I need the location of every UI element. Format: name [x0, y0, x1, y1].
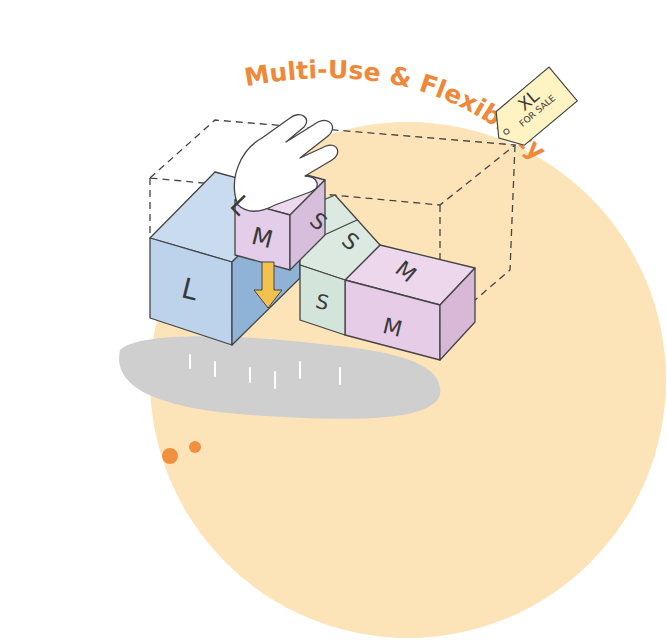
size-letter: S: [313, 291, 330, 313]
size-letter: M: [380, 315, 404, 341]
right-box: [345, 245, 475, 360]
move-arrow: [254, 262, 282, 308]
support-marks: [190, 355, 340, 388]
size-letter: M: [391, 257, 420, 286]
size-letter: L: [179, 275, 201, 306]
accent-dot: [189, 441, 201, 453]
size-letter: S: [338, 229, 363, 255]
accent-dot: [162, 448, 178, 464]
tag-shape: [485, 67, 578, 155]
size-letter: M: [249, 224, 275, 252]
ground-shadow: [119, 336, 440, 419]
tag-hole: [503, 128, 510, 135]
size-letter: L: [225, 191, 254, 220]
price-tag: XLFOR SALE: [483, 66, 578, 157]
size-letter: S: [306, 209, 331, 235]
